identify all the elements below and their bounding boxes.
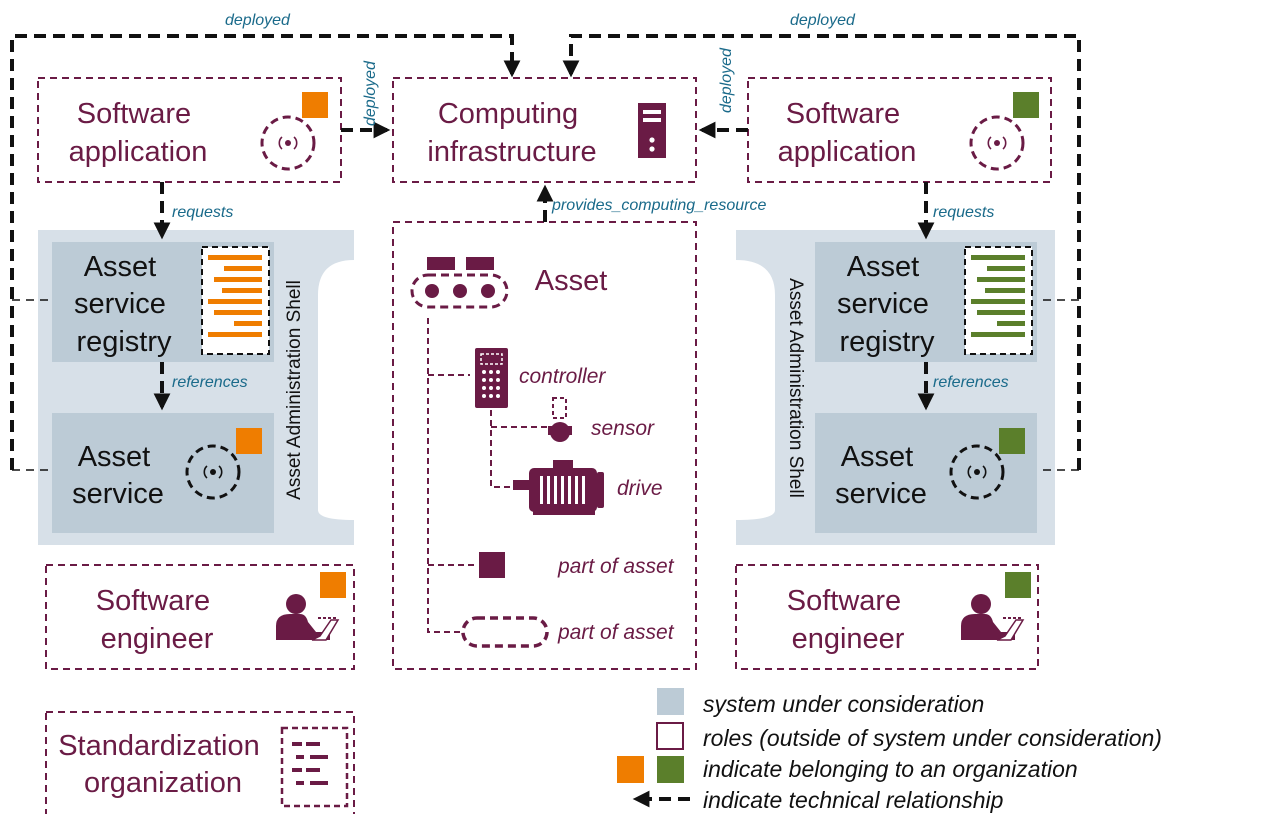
engineer-icon (961, 594, 1025, 641)
sensor-label: sensor (591, 417, 655, 440)
green-square-icon (999, 428, 1025, 454)
asset-label: Asset (535, 265, 608, 297)
signal-icon (185, 444, 241, 500)
left-asset-service-label: Asset service (72, 441, 164, 510)
provides-label: provides_computing_resource (551, 197, 766, 214)
asset-tree-lines (427, 318, 550, 633)
orange-square-icon (617, 756, 644, 783)
legend-role-swatch (656, 722, 684, 750)
part-of-asset-label: part of asset (557, 555, 675, 578)
part-of-asset-label: part of asset (557, 621, 675, 644)
orange-square-icon (320, 572, 346, 598)
deployed-label: deployed (790, 12, 856, 29)
engineer-icon (276, 594, 340, 641)
standardization-organization-label: Standardization organization (58, 730, 268, 799)
green-square-icon (1005, 572, 1031, 598)
deployed-arrow-right-outer (562, 34, 1081, 470)
right-software-engineer-box (735, 564, 1039, 670)
list-icon (201, 246, 270, 355)
list-icon (964, 246, 1033, 355)
asset-box (392, 221, 697, 670)
signal-icon (969, 115, 1025, 171)
deployed-arrow-left-outer (10, 34, 521, 470)
standardization-organization-box (45, 711, 355, 814)
controller-label: controller (519, 365, 606, 388)
deployed-label: deployed (718, 47, 735, 113)
right-shell-label: Asset Administration Shell (785, 278, 806, 498)
left-software-engineer-box (45, 564, 355, 670)
references-label: references (172, 374, 248, 391)
motor-drive-icon (513, 460, 604, 515)
legend-organization-label: indicate belonging to an organization (703, 756, 1078, 782)
computing-infrastructure-box (392, 77, 697, 183)
left-software-engineer-label: Software engineer (96, 585, 219, 655)
controller-icon (475, 348, 508, 408)
conveyor-asset-icon (410, 257, 509, 309)
computing-infrastructure-label: Computing infrastructure (427, 98, 596, 168)
deployed-label: deployed (225, 12, 291, 29)
signal-icon (949, 444, 1005, 500)
left-asset-service-registry-label: Asset service registry (74, 251, 174, 358)
green-square-icon (1013, 92, 1039, 118)
right-software-engineer-label: Software engineer (787, 585, 910, 655)
part-of-asset-square-icon (479, 552, 505, 578)
server-icon (638, 103, 666, 158)
green-square-icon (657, 756, 684, 783)
left-shell-label: Asset Administration Shell (284, 280, 305, 500)
sensor-icon (548, 397, 572, 442)
orange-square-icon (236, 428, 262, 454)
right-asset-service-registry-label: Asset service registry (837, 251, 937, 358)
standard-document-icon (280, 726, 349, 808)
legend-technical-label: indicate technical relationship (703, 787, 1004, 813)
orange-square-icon (302, 92, 328, 118)
right-software-application-label: Software application (778, 98, 917, 168)
legend-roles-label: roles (outside of system under considera… (703, 725, 1162, 751)
legend-system-swatch (657, 688, 684, 715)
part-of-asset-rounded-icon (461, 616, 549, 648)
signal-icon (260, 115, 316, 171)
right-asset-service-label: Asset service (835, 441, 927, 510)
legend-system-label: system under consideration (703, 691, 984, 717)
left-software-application-label: Software application (69, 98, 208, 168)
drive-label: drive (617, 477, 663, 500)
legend: system under consideration roles (outsid… (617, 688, 1162, 813)
requests-label: requests (933, 204, 994, 221)
deployed-label: deployed (362, 60, 379, 126)
requests-label: requests (172, 204, 233, 221)
references-label: references (933, 374, 1009, 391)
